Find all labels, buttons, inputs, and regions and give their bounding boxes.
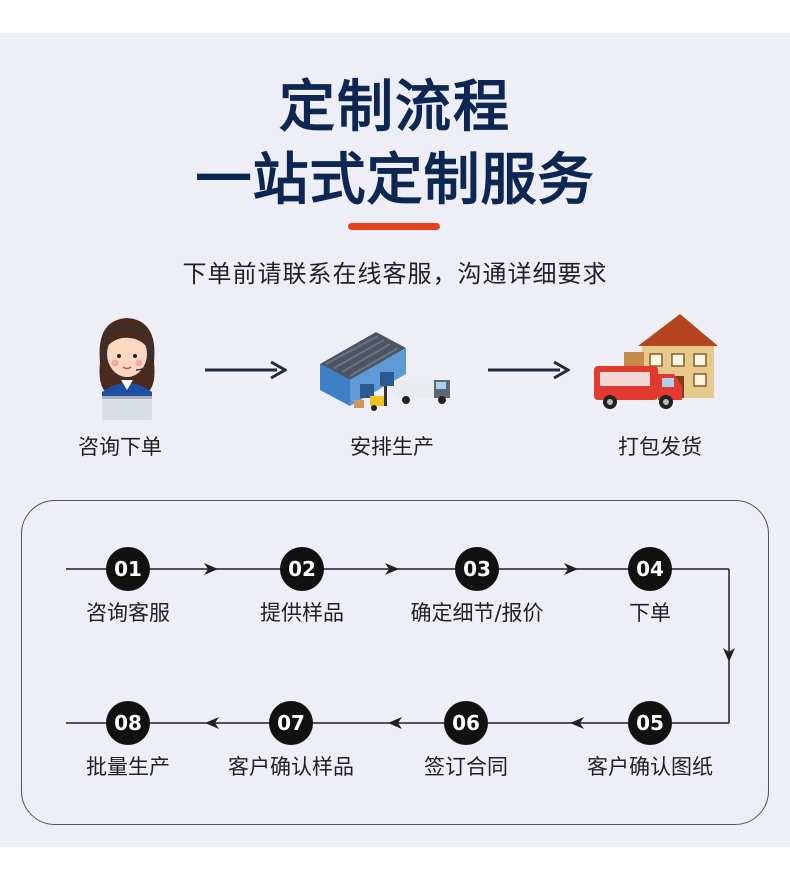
customer-service-agent-icon bbox=[92, 312, 162, 422]
step-number-04: 04 bbox=[628, 547, 672, 591]
step-label-01: 咨询客服 bbox=[86, 601, 170, 625]
step-number-02: 02 bbox=[280, 547, 324, 591]
step-label-03: 确定细节/报价 bbox=[410, 601, 544, 625]
accent-divider bbox=[348, 223, 440, 230]
step-number-03: 03 bbox=[455, 547, 499, 591]
stage-label-production: 安排生产 bbox=[350, 435, 434, 459]
delivery-truck-house-icon bbox=[590, 306, 722, 416]
stage-label-consult: 咨询下单 bbox=[78, 435, 162, 459]
step-number-08: 08 bbox=[106, 701, 150, 745]
arrow-right-icon bbox=[205, 360, 289, 384]
stage-label-shipping: 打包发货 bbox=[618, 435, 702, 459]
step-number-07: 07 bbox=[269, 701, 313, 745]
step-label-02: 提供样品 bbox=[260, 601, 344, 625]
step-label-04: 下单 bbox=[629, 601, 671, 625]
step-number-01: 01 bbox=[106, 547, 150, 591]
step-label-07: 客户确认样品 bbox=[228, 755, 354, 779]
contact-note: 下单前请联系在线客服，沟通详细要求 bbox=[182, 260, 608, 288]
page-title: 定制流程 bbox=[279, 75, 511, 140]
factory-warehouse-icon bbox=[318, 326, 460, 414]
step-label-05: 客户确认图纸 bbox=[587, 755, 713, 779]
arrow-right-icon bbox=[488, 360, 572, 384]
step-number-06: 06 bbox=[444, 701, 488, 745]
step-number-05: 05 bbox=[628, 701, 672, 745]
step-label-06: 签订合同 bbox=[424, 755, 508, 779]
step-label-08: 批量生产 bbox=[86, 755, 170, 779]
page-subtitle-heading: 一站式定制服务 bbox=[195, 148, 595, 213]
